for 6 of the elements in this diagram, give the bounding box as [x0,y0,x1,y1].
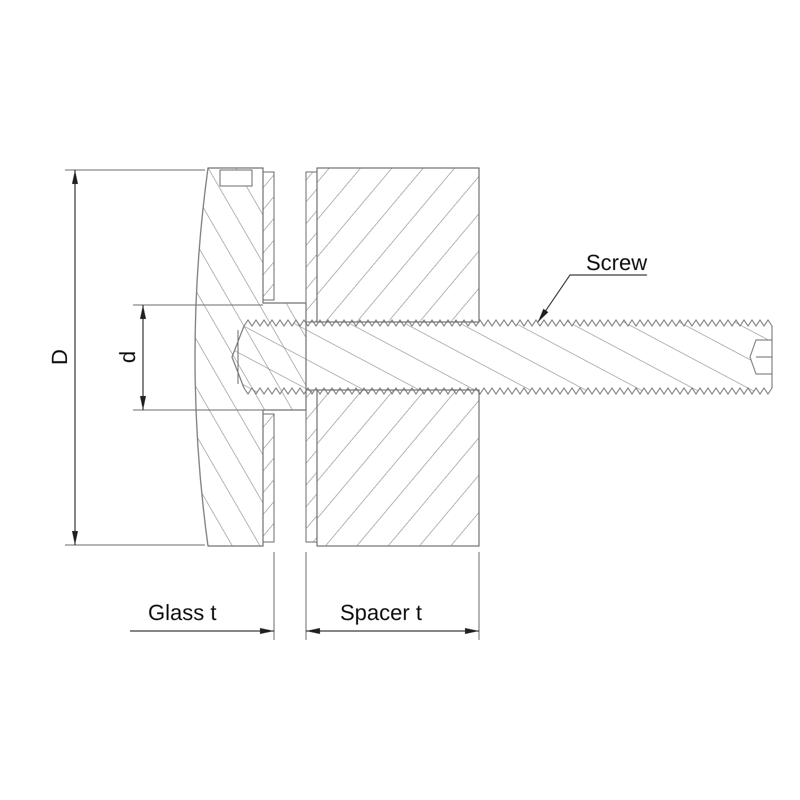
dimension-label: D [48,349,71,365]
dimension-label: d [117,350,140,364]
part-label: Screw [586,252,648,274]
dimension-label: Glass t [148,602,216,624]
leader-line [538,274,648,322]
dimension-label: Spacer t [340,602,422,624]
